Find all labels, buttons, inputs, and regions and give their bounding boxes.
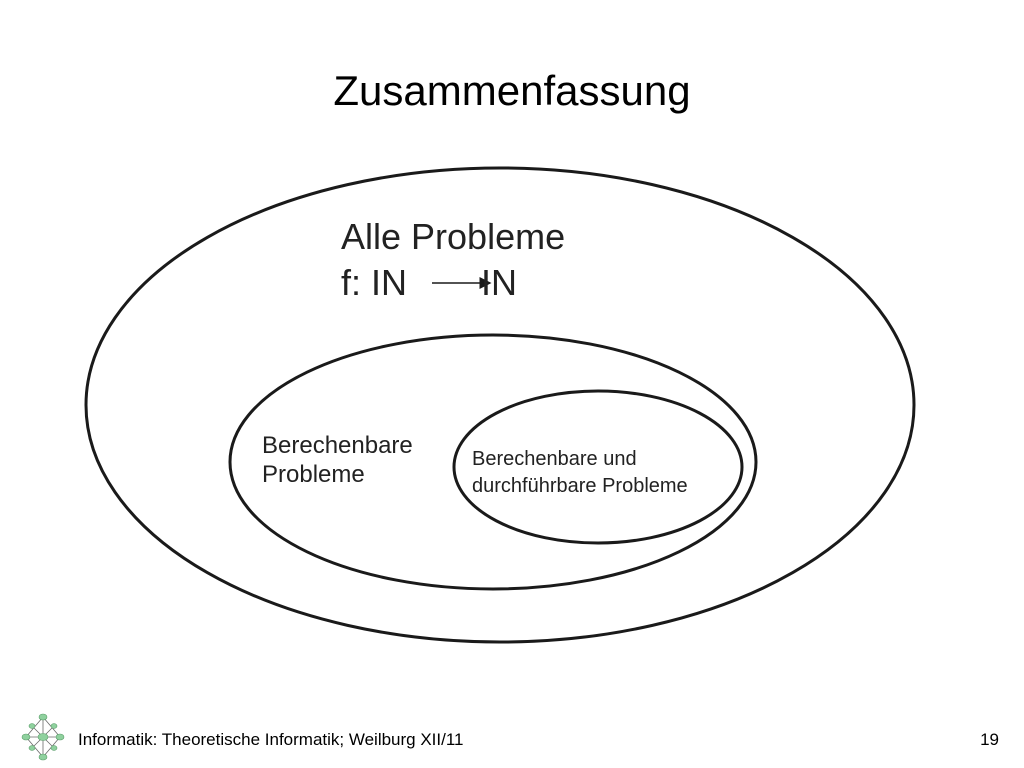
function-domain: f: IN (341, 262, 408, 303)
inner-set-ellipse (452, 389, 744, 545)
function-signature: f: IN IN (341, 260, 565, 306)
outer-set-ellipse (84, 166, 916, 644)
footer-text: Informatik: Theoretische Informatik; Wei… (78, 730, 464, 749)
slide-title: Zusammenfassung (333, 67, 691, 114)
outer-set-label: Alle Probleme f: IN IN (341, 214, 565, 306)
all-problems-label: Alle Probleme (341, 216, 566, 257)
inner-set-label-line2: durchführbare Probleme (472, 475, 688, 497)
inner-set-label-line1: Berechenbare und (472, 448, 637, 470)
middle-set-ellipse (228, 333, 758, 591)
function-codomain: IN (481, 262, 518, 303)
page-number: 19 (980, 730, 999, 749)
middle-set-label-line2: Probleme (262, 461, 365, 488)
network-logo-icon (21, 713, 65, 761)
middle-set-label-line1: Berechenbare (262, 432, 413, 459)
inner-set-label: Berechenbare und durchführbare Probleme (472, 446, 688, 500)
middle-set-label: Berechenbare Probleme (262, 431, 413, 489)
